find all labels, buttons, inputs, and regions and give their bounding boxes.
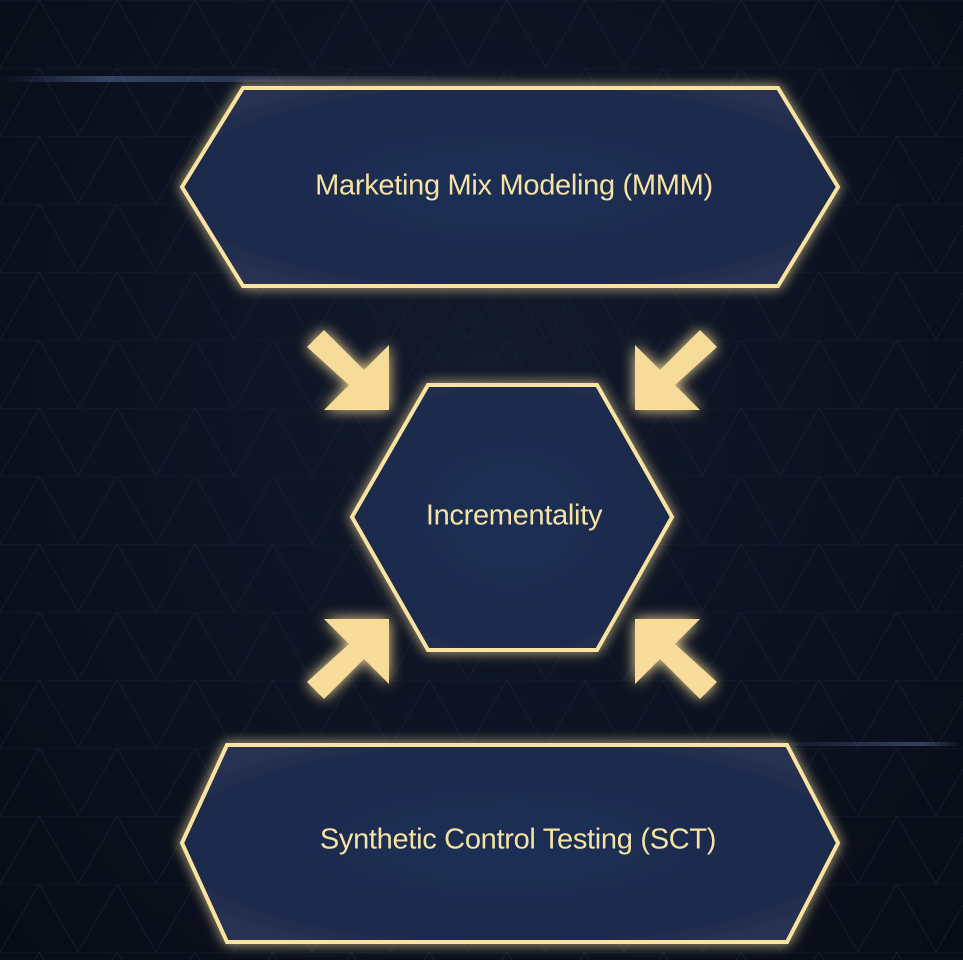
light-streak-top [0,76,520,82]
center-node-label: Incrementality [425,499,603,532]
bottom-node-shape [179,743,841,944]
light-streak-bottom [759,742,962,746]
arrow-bottom-right-icon [635,619,717,699]
arrow-bottom-left-icon [307,619,389,699]
top-node-label: Marketing Mix Modeling (MMM) [315,169,713,202]
arrow-top-right-icon [635,330,717,410]
arrow-top-left-icon [307,330,389,410]
top-node-shape [179,86,841,288]
center-node-shape [349,383,675,652]
bottom-node-label: Synthetic Control Testing (SCT) [319,823,717,856]
